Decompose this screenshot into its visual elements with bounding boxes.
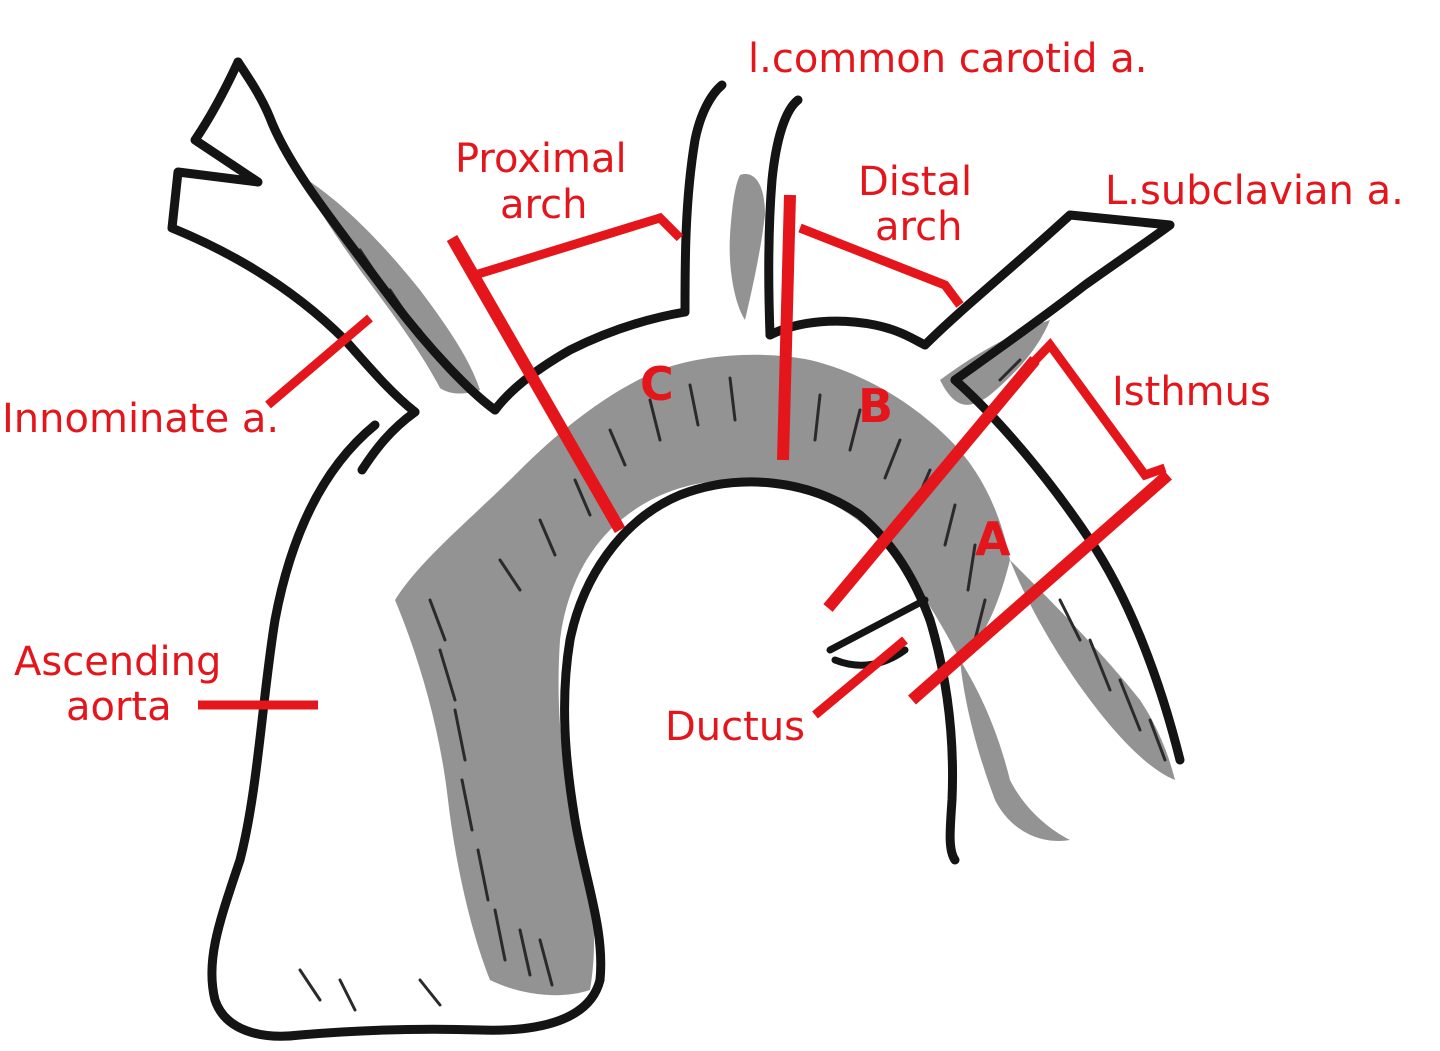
label-isthmus: Isthmus bbox=[1112, 369, 1271, 415]
label-ductus: Ductus bbox=[665, 704, 805, 750]
label-distal-arch-line2: arch bbox=[875, 204, 962, 250]
region-letter-b: B bbox=[858, 379, 893, 433]
label-distal-arch-line1: Distal bbox=[858, 159, 972, 205]
label-innominate: Innominate a. bbox=[2, 396, 279, 442]
isthmus-bracket bbox=[1024, 338, 1167, 481]
label-l-subclavian: L.subclavian a. bbox=[1105, 168, 1404, 214]
label-ascending-aorta-line1: Ascending bbox=[14, 639, 221, 685]
distal-arch-bracket bbox=[798, 223, 964, 308]
ductus-leader bbox=[812, 636, 908, 719]
label-l-common-carotid: l.common carotid a. bbox=[748, 36, 1147, 82]
subclavian-boundary-line bbox=[823, 356, 1040, 612]
annotation-markers bbox=[198, 194, 1172, 719]
region-letter-c: C bbox=[640, 357, 674, 411]
label-ascending-aorta-line2: aorta bbox=[66, 684, 172, 730]
vessel-outlines bbox=[167, 57, 1185, 1041]
region-letter-a: A bbox=[975, 512, 1011, 566]
label-proximal-arch-line2: arch bbox=[500, 182, 587, 228]
proximal-arch-bracket bbox=[473, 212, 684, 280]
carotid-boundary-line bbox=[777, 194, 796, 461]
anatomy-labels: l.common carotid a. Proximal arch Distal… bbox=[2, 36, 1404, 750]
innominate-leader bbox=[265, 314, 373, 409]
label-proximal-arch-line1: Proximal bbox=[455, 136, 627, 182]
proximal-boundary-line bbox=[446, 235, 626, 533]
ductus-boundary-line bbox=[908, 470, 1172, 705]
